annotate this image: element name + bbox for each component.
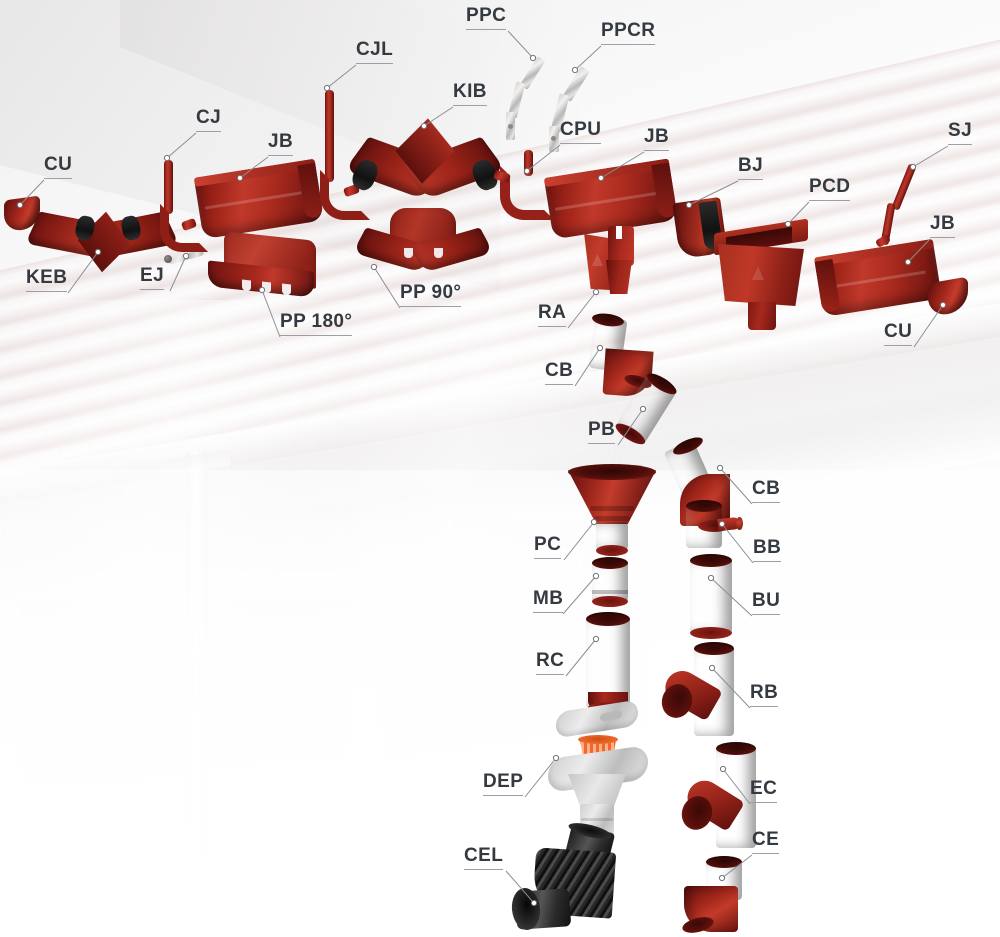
callout-label-ppcr: PPCR	[601, 21, 656, 45]
background-light-streaks	[0, 300, 1000, 660]
part-bb-pipe-clamp	[686, 500, 743, 550]
callout-label-cb-upper: CB	[545, 361, 574, 385]
callout-label-rb: RB	[750, 683, 779, 707]
part-cpu-universal-hook	[493, 150, 554, 220]
part-ppcr-fascia-bracket-reinforced	[543, 66, 590, 152]
callout-label-ec: EC	[750, 779, 778, 803]
part-rb-branch-tee	[657, 640, 748, 736]
callout-label-cb-lower: CB	[752, 479, 781, 503]
background-pipe-bracket	[159, 449, 231, 477]
part-pc-collector-funnel	[568, 464, 656, 556]
part-rc-downpipe-length	[586, 612, 630, 713]
part-ej-pin-head	[164, 255, 172, 263]
callout-label-ce: CE	[752, 830, 780, 854]
callout-label-cpu: CPU	[560, 120, 602, 144]
callout-label-pp90: PP 90°	[400, 283, 462, 307]
background-soffit	[0, 323, 1000, 637]
part-bu-plain-pipe	[690, 554, 732, 639]
part-ppc-fascia-bracket	[500, 56, 546, 140]
part-ce-downpipe-shoe	[680, 856, 744, 936]
part-mb-pipe-coupler	[592, 557, 628, 607]
callout-label-mb: MB	[533, 589, 564, 613]
callout-label-dep: DEP	[483, 772, 524, 796]
callout-label-bj: BJ	[738, 156, 764, 180]
callout-label-sj: SJ	[948, 121, 973, 145]
callout-label-jb-mid: JB	[644, 127, 670, 151]
part-cj-rafter-bracket	[160, 160, 208, 252]
callout-label-jb-right: JB	[930, 214, 956, 238]
callout-label-pp180: PP 180°	[280, 312, 353, 336]
part-kib-internal-corner	[344, 118, 506, 202]
part-cu-end-cap-right	[928, 276, 968, 318]
callout-label-ra: RA	[538, 303, 567, 327]
callout-label-bu: BU	[752, 591, 781, 615]
callout-label-cu-left: CU	[44, 155, 73, 179]
part-sj-gutter-stay	[872, 163, 924, 248]
callout-label-bb: BB	[753, 538, 782, 562]
leader-line-ppc	[507, 30, 534, 59]
part-cjl-long-rafter-bracket	[320, 90, 370, 220]
callout-label-pb: PB	[588, 420, 616, 444]
background-downpipe	[186, 452, 208, 922]
callout-label-kib: KIB	[453, 82, 487, 106]
part-ra-gutter-outlet	[578, 226, 642, 298]
callout-label-ppc: PPC	[466, 6, 507, 30]
part-ec-shoe-outlet	[677, 740, 772, 850]
callout-label-jb-left: JB	[268, 132, 294, 156]
part-dep-gully-body	[548, 744, 648, 840]
leader-line-cj	[166, 132, 197, 159]
part-pcd-hopper-head	[714, 218, 808, 330]
part-pp90-corner-bracket	[352, 208, 494, 278]
callout-label-rc: RC	[536, 651, 565, 675]
callout-label-cj: CJ	[196, 108, 222, 132]
callout-label-cjl: CJL	[356, 40, 394, 64]
part-pp180-flat-bracket	[208, 231, 316, 302]
callout-label-pc: PC	[534, 535, 562, 559]
callout-label-cel: CEL	[464, 846, 504, 870]
part-dep-gully-lid	[556, 699, 638, 739]
callout-label-pcd: PCD	[809, 177, 851, 201]
callout-label-keb: KEB	[26, 268, 68, 292]
part-cel-flexible-elbow	[509, 819, 628, 932]
callout-label-ej: EJ	[140, 266, 165, 290]
part-jb-gutter-left	[193, 158, 325, 240]
part-jb-gutter-right	[814, 238, 942, 318]
callout-label-cu-right: CU	[884, 322, 913, 346]
leader-line-cjl	[326, 64, 357, 89]
part-keb-external-corner	[25, 211, 179, 273]
background-fascia	[0, 289, 1000, 553]
background-window-left	[20, 600, 350, 860]
